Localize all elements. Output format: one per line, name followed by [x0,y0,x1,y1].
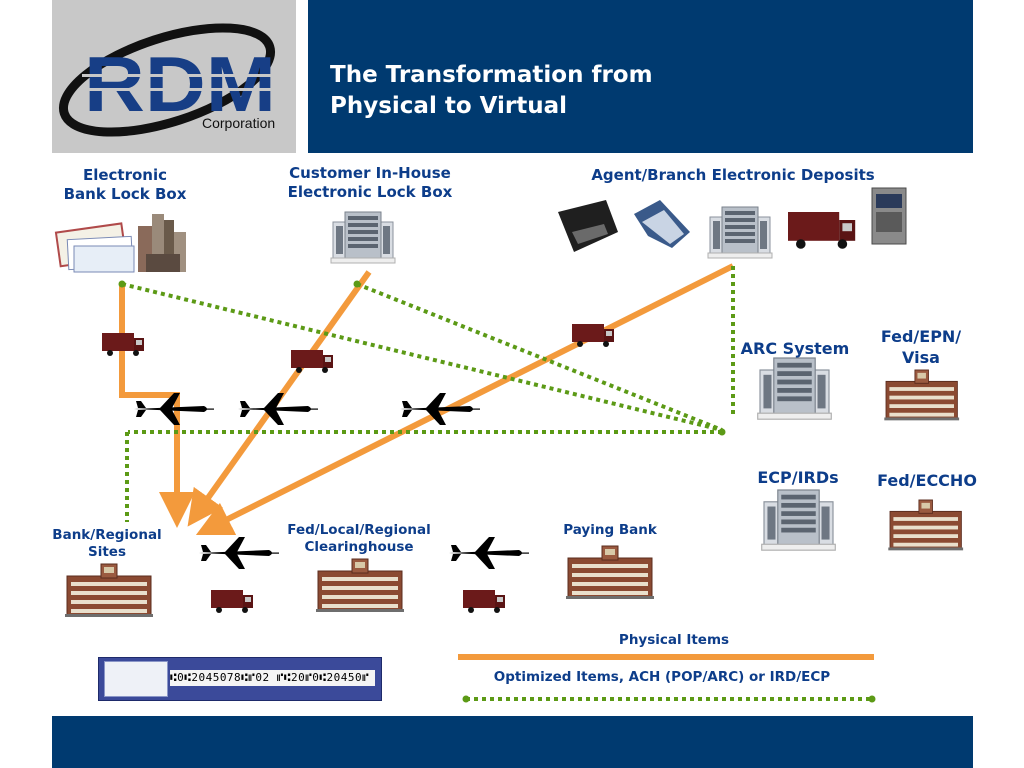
optimized-flow-customer [356,282,723,432]
fed-eccho-building-icon [887,499,964,551]
bank-regional-label: Bank/Regional Sites [52,527,162,560]
truck-icon [211,590,253,613]
city-buildings-icon [138,214,186,272]
arc-building-icon [757,357,832,420]
truck-icon [463,590,505,613]
truck-icon [788,212,856,249]
atm-icon [871,187,907,245]
plane-icon [449,537,529,569]
fed-epn-building-icon [883,369,960,421]
plane-icon [199,537,279,569]
title-panel [308,0,973,153]
physical-flow-lockbox [119,286,195,528]
truck-icon [291,350,333,373]
arc-system-label: ARC System [740,339,850,358]
legend-physical-label: Physical Items [618,632,730,648]
physical-flow-agent [195,263,735,536]
logo-panel: RDM Corporation [52,0,296,153]
clearinghouse-label: Fed/Local/Regional Clearinghouse [287,522,431,555]
fed-epn-label: Fed/EPN/ Visa [880,327,962,367]
ecp-building-icon [761,489,836,551]
logo-subtext: Corporation [202,115,275,131]
check-scanner-icon [558,200,618,252]
micr-line: ⑆0⑆2045078⑆⑈02 ⑈⑆20⑈0⑆20450⑈ [170,670,375,686]
plane-icon [238,393,318,425]
checks-icon [54,222,135,273]
customer-lockbox-label: Customer In-House Electronic Lock Box [287,164,453,201]
title-line-2: Physical to Virtual [330,93,568,119]
fed-eccho-label: Fed/ECCHO [877,471,977,490]
agent-branch-label: Agent/Branch Electronic Deposits [591,166,875,184]
bank-building-icon [64,563,154,618]
footer-bar [52,716,973,768]
rdm-logo: RDM Corporation [58,23,282,137]
clearinghouse-building-icon [315,558,405,613]
check-thumbnail [104,661,168,697]
page-title: The Transformation from Physical to Virt… [330,60,653,122]
title-line-1: The Transformation from [330,62,653,88]
logo-text: RDM [84,40,276,128]
office-building-icon [707,206,773,259]
ecp-irds-label: ECP/IRDs [757,468,839,487]
optimized-flow-lockbox [121,282,723,432]
paying-bank-building-icon [565,545,655,600]
check-reader-icon [634,200,690,248]
paying-bank-label: Paying Bank [563,522,657,538]
physical-flow-customer [187,270,372,527]
electronic-lockbox-label: Electronic Bank Lock Box [63,166,187,203]
office-building-icon [330,211,396,264]
legend-optimized-label: Optimized Items, ACH (POP/ARC) or IRD/EC… [493,669,831,685]
